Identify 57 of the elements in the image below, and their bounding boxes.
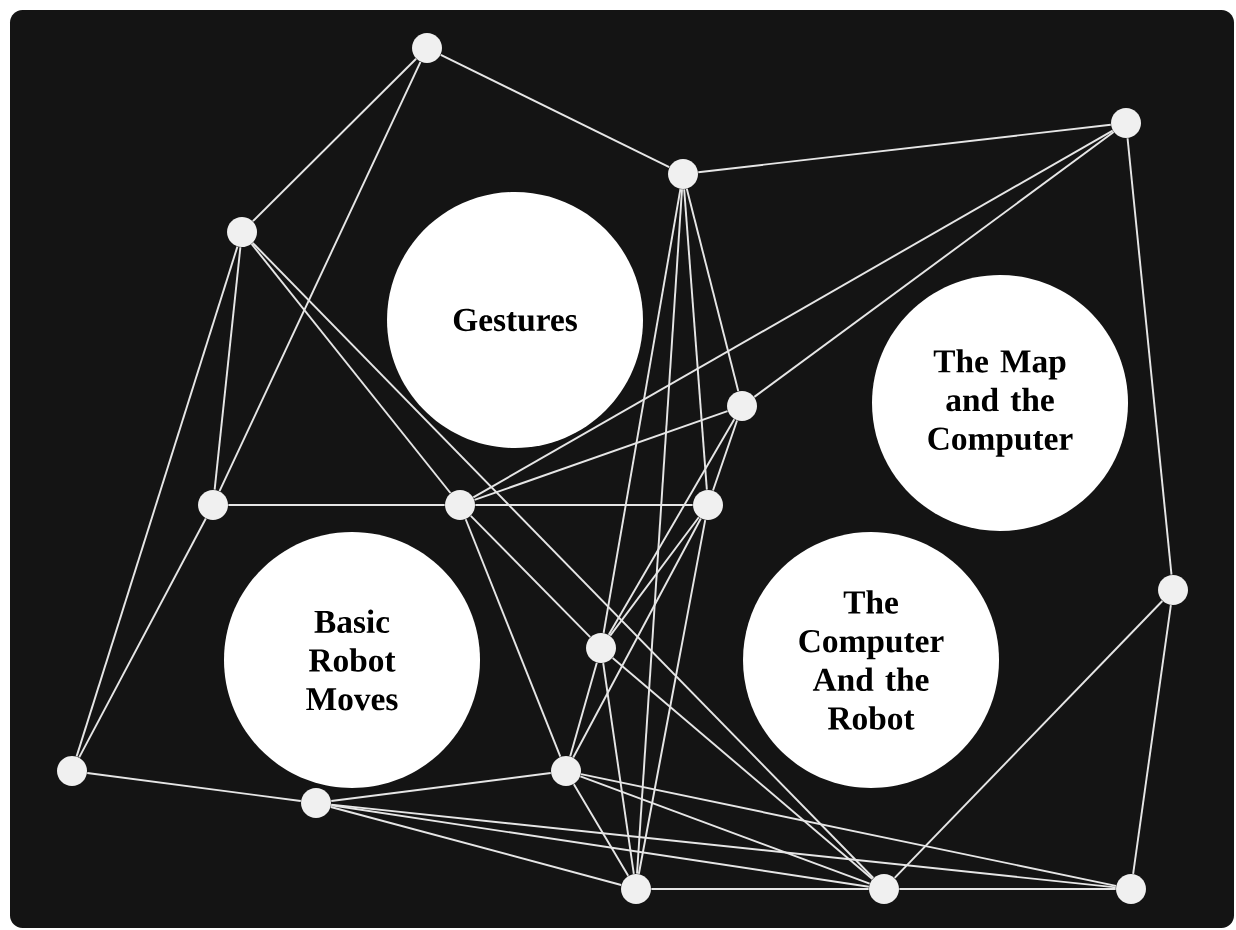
connector-line	[753, 131, 1115, 398]
dot	[621, 874, 651, 904]
connector-line	[611, 656, 874, 880]
connector-line	[579, 775, 871, 885]
connector-line	[251, 57, 418, 223]
connector-line	[464, 518, 562, 758]
connector-line	[697, 123, 1112, 174]
connector-line	[898, 888, 1117, 890]
connector-line	[330, 803, 1117, 889]
dot	[869, 874, 899, 904]
connector-line	[213, 246, 242, 491]
dot	[727, 391, 757, 421]
connector-line	[227, 504, 446, 506]
dot	[412, 33, 442, 63]
connector-line	[330, 771, 552, 802]
connector-line	[602, 662, 635, 875]
connector-line	[439, 53, 671, 169]
dot	[57, 756, 87, 786]
dot	[551, 756, 581, 786]
connector-line	[637, 519, 707, 875]
dot	[668, 159, 698, 189]
dot	[227, 217, 257, 247]
connector-line	[609, 516, 700, 637]
connector-line	[251, 242, 875, 879]
dot	[445, 490, 475, 520]
connector-line	[893, 600, 1164, 879]
connector-line	[473, 410, 729, 501]
connector-line	[474, 504, 694, 506]
connector-line	[572, 783, 630, 877]
dot	[586, 633, 616, 663]
connector-line	[580, 773, 1117, 887]
dot	[198, 490, 228, 520]
connector-line	[469, 514, 592, 638]
connector-line	[650, 888, 870, 890]
connector-line	[1126, 137, 1173, 576]
connector-line	[685, 187, 740, 393]
dot	[1158, 575, 1188, 605]
connector-line	[602, 188, 682, 634]
connector-line	[330, 804, 870, 888]
connector-line	[86, 772, 302, 802]
dot	[1111, 108, 1141, 138]
connector-line	[572, 517, 702, 759]
connector-line	[636, 188, 683, 875]
connector-line	[218, 60, 422, 493]
dot	[301, 788, 331, 818]
connector-line	[250, 243, 452, 494]
connector-line	[712, 419, 738, 492]
dot	[1116, 874, 1146, 904]
connector-line	[569, 661, 598, 758]
connector-line	[1132, 604, 1172, 875]
connector-line	[472, 129, 1114, 499]
connector-line	[607, 418, 736, 636]
dot	[693, 490, 723, 520]
connector-line	[329, 806, 623, 886]
connector-line	[78, 517, 207, 759]
connector-line	[75, 245, 239, 758]
connector-line	[683, 188, 708, 491]
